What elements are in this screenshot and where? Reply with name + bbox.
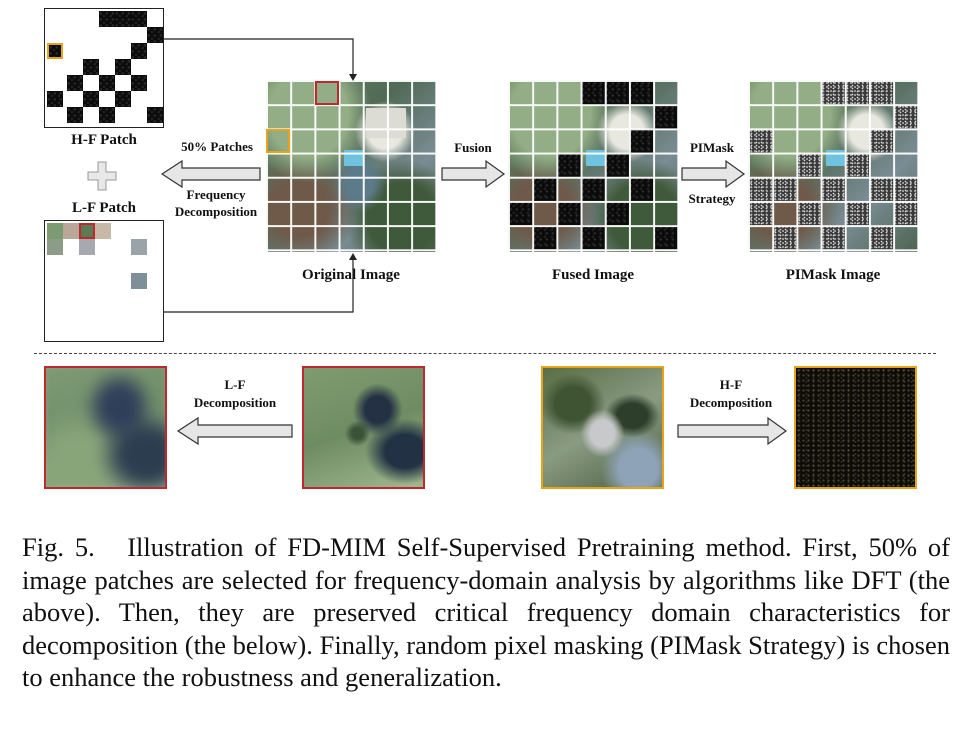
lf-patch bbox=[47, 239, 63, 255]
hf-patch-label: H-F Patch bbox=[71, 132, 137, 148]
fusion-label: Fusion bbox=[454, 140, 492, 155]
hf-mask-block bbox=[131, 11, 147, 27]
original-image-label: Original Image bbox=[302, 267, 400, 283]
caption-text: Illustration of FD-MIM Self-Supervised P… bbox=[22, 532, 950, 692]
plus-icon bbox=[86, 160, 118, 192]
pimask-arrow-icon bbox=[680, 159, 746, 189]
caption-prefix: Fig. 5. bbox=[22, 532, 95, 562]
lf-patch bbox=[95, 223, 111, 239]
hf-arrow-icon bbox=[676, 416, 788, 446]
lf-highlight-patch bbox=[79, 223, 95, 239]
hf-source-patch bbox=[541, 366, 664, 489]
hf-highlight-patch bbox=[47, 43, 63, 59]
figure-caption: Fig. 5. Illustration of FD-MIM Self-Supe… bbox=[22, 531, 950, 694]
lf-patch-label: L-F Patch bbox=[71, 200, 136, 216]
lf-decomposed-image bbox=[44, 366, 167, 489]
lf-patch bbox=[63, 223, 79, 239]
pimask-image-label: PIMask Image bbox=[785, 267, 881, 283]
hf-mask-block bbox=[99, 107, 115, 123]
lf-patch bbox=[47, 223, 63, 239]
hf-mask-block bbox=[83, 91, 99, 107]
hf-mask-block bbox=[67, 75, 83, 91]
original-image bbox=[266, 80, 436, 252]
pimask-label-1: PIMask bbox=[689, 140, 735, 155]
left-arrow-icon bbox=[160, 159, 264, 189]
hf-mask-block bbox=[115, 59, 131, 75]
hf-mask-block bbox=[131, 43, 147, 59]
hf-mask-block bbox=[47, 91, 63, 107]
hf-mask-block bbox=[115, 11, 131, 27]
hf-mask-block bbox=[147, 107, 163, 123]
lf-patch bbox=[131, 273, 147, 289]
red-patch-highlight bbox=[315, 81, 339, 105]
pimask-image bbox=[748, 80, 918, 252]
hf-decomposed-image bbox=[794, 366, 917, 489]
lf-decomp-label-1: L-F bbox=[224, 377, 246, 392]
lf-arrow-icon bbox=[176, 416, 294, 446]
lf-patch bbox=[131, 239, 147, 255]
freq-decomp-label-2: Decomposition bbox=[174, 204, 258, 219]
lf-patch-map bbox=[44, 220, 164, 342]
freq-decomp-label-1: Frequency bbox=[186, 187, 246, 202]
lf-patch bbox=[79, 239, 95, 255]
hf-mask-block bbox=[147, 27, 163, 43]
hf-decomp-label-1: H-F bbox=[719, 377, 743, 392]
hf-mask-block bbox=[99, 75, 115, 91]
hf-mask-block bbox=[115, 91, 131, 107]
hf-patch-mask bbox=[44, 8, 164, 128]
hf-mask-block bbox=[83, 59, 99, 75]
hf-mask-block bbox=[67, 107, 83, 123]
yellow-patch-highlight bbox=[266, 129, 290, 153]
fusion-arrow-icon bbox=[440, 159, 506, 189]
lf-decomp-label-2: Decomposition bbox=[193, 395, 277, 410]
lf-source-patch bbox=[302, 366, 425, 489]
hf-mask-block bbox=[99, 11, 115, 27]
patches-50-label: 50% Patches bbox=[181, 139, 253, 154]
hf-mask-block bbox=[131, 75, 147, 91]
pimask-label-2: Strategy bbox=[688, 191, 736, 206]
fused-image-label: Fused Image bbox=[551, 267, 635, 283]
hf-decomp-label-2: Decomposition bbox=[689, 395, 773, 410]
connector-lines bbox=[164, 38, 357, 313]
fused-image bbox=[508, 80, 678, 252]
dashed-separator bbox=[34, 353, 936, 354]
